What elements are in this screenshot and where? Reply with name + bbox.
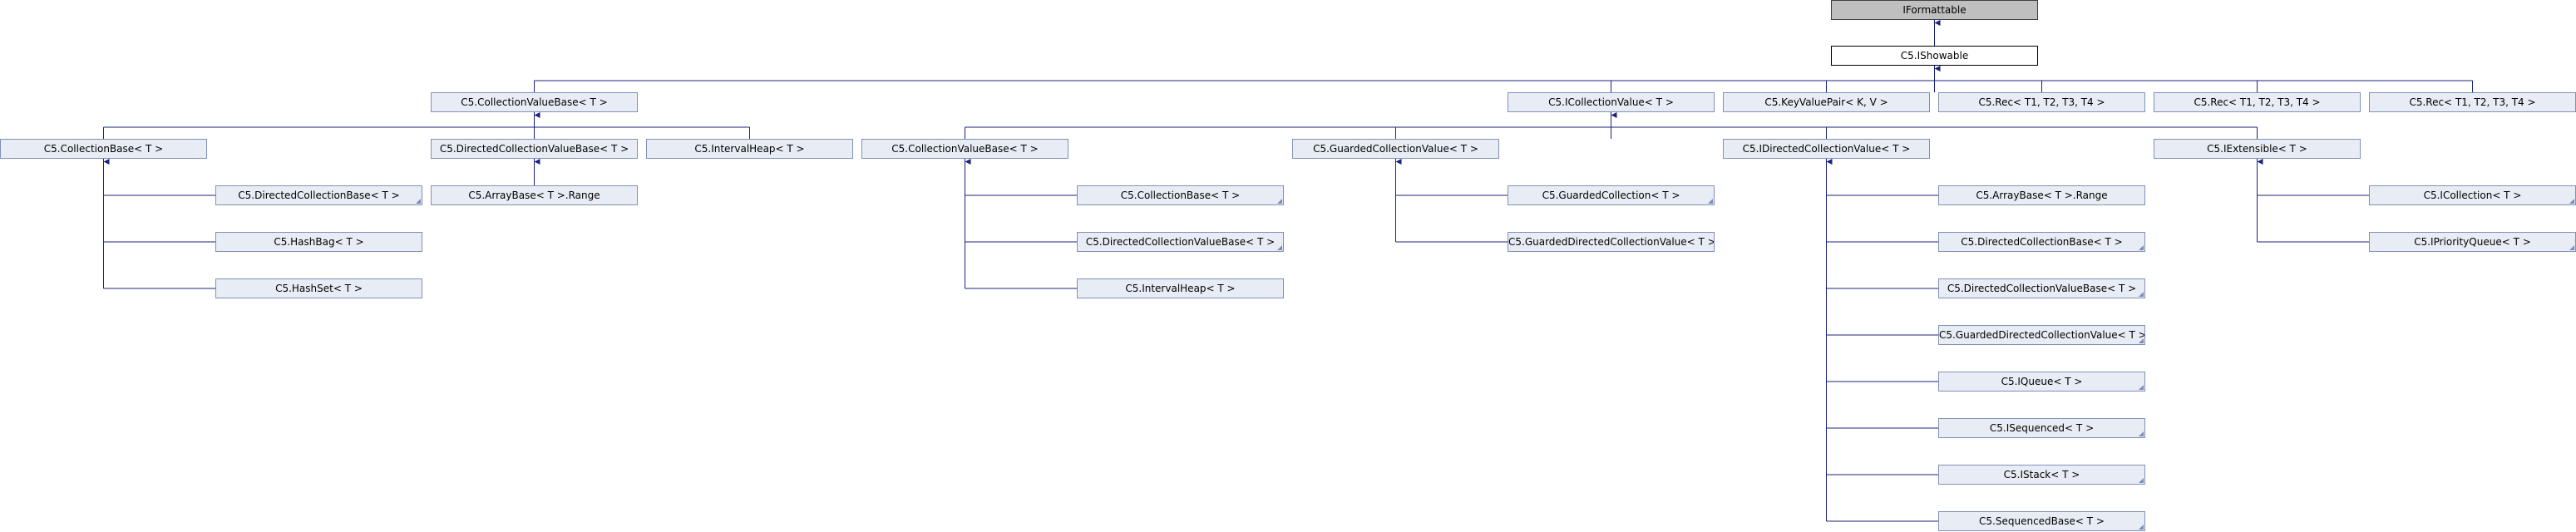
node-directedcollectionvaluebase-a[interactable]: C5.DirectedCollectionValueBase< T >: [431, 139, 638, 159]
node-isequenced[interactable]: C5.ISequenced< T >: [1938, 418, 2145, 438]
node-hashbag[interactable]: C5.HashBag< T >: [215, 232, 422, 252]
node-rec-4[interactable]: C5.Rec< T1, T2, T3, T4 >: [2154, 92, 2361, 112]
edges: [103, 20, 2473, 522]
node-icollectionvalue[interactable]: C5.ICollectionValue< T >: [1508, 92, 1715, 112]
node-hashset[interactable]: C5.HashSet< T >: [215, 278, 422, 298]
node-intervalheap-a[interactable]: C5.IntervalHeap< T >: [646, 139, 853, 159]
node-istack[interactable]: C5.IStack< T >: [1938, 465, 2145, 485]
node-sequencedbase[interactable]: C5.SequencedBase< T >: [1938, 511, 2145, 531]
node-ipriorityqueue[interactable]: C5.IPriorityQueue< T >: [2369, 232, 2576, 252]
node-collectionvaluebase-a[interactable]: C5.CollectionValueBase< T >: [431, 92, 638, 112]
node-iextensible[interactable]: C5.IExtensible< T >: [2154, 139, 2361, 159]
node-iformattable: IFormattable: [1831, 0, 2038, 20]
node-icollection[interactable]: C5.ICollection< T >: [2369, 185, 2576, 205]
node-directedcollectionvaluebase-b[interactable]: C5.DirectedCollectionValueBase< T >: [1077, 232, 1284, 252]
node-guardeddirectedcollectionvalue-a[interactable]: C5.GuardedDirectedCollectionValue< T >: [1508, 232, 1715, 252]
node-intervalheap-b[interactable]: C5.IntervalHeap< T >: [1077, 278, 1284, 298]
node-arraybase-range-a[interactable]: C5.ArrayBase< T >.Range: [431, 185, 638, 205]
node-rec-5[interactable]: C5.Rec< T1, T2, T3, T4 >: [2369, 92, 2576, 112]
node-idirectedcollectionvalue[interactable]: C5.IDirectedCollectionValue< T >: [1723, 139, 1930, 159]
node-keyvaluepair[interactable]: C5.KeyValuePair< K, V >: [1723, 92, 1930, 112]
node-directedcollectionbase-b[interactable]: C5.DirectedCollectionBase< T >: [1938, 232, 2145, 252]
node-guardedcollection[interactable]: C5.GuardedCollection< T >: [1508, 185, 1715, 205]
node-arraybase-range-b[interactable]: C5.ArrayBase< T >.Range: [1938, 185, 2145, 205]
node-collectionbase-b[interactable]: C5.CollectionBase< T >: [1077, 185, 1284, 205]
node-rec-3[interactable]: C5.Rec< T1, T2, T3, T4 >: [1938, 92, 2145, 112]
node-directedcollectionbase-a[interactable]: C5.DirectedCollectionBase< T >: [215, 185, 422, 205]
node-collectionbase-a[interactable]: C5.CollectionBase< T >: [0, 139, 207, 159]
node-directedcollectionvaluebase-c[interactable]: C5.DirectedCollectionValueBase< T >: [1938, 278, 2145, 298]
node-collectionvaluebase-b[interactable]: C5.CollectionValueBase< T >: [861, 139, 1068, 159]
node-ishowable: C5.IShowable: [1831, 46, 2038, 66]
node-guardedcollectionvalue[interactable]: C5.GuardedCollectionValue< T >: [1292, 139, 1499, 159]
node-iqueue[interactable]: C5.IQueue< T >: [1938, 372, 2145, 392]
node-guardeddirectedcollectionvalue-b[interactable]: C5.GuardedDirectedCollectionValue< T >: [1938, 325, 2145, 345]
